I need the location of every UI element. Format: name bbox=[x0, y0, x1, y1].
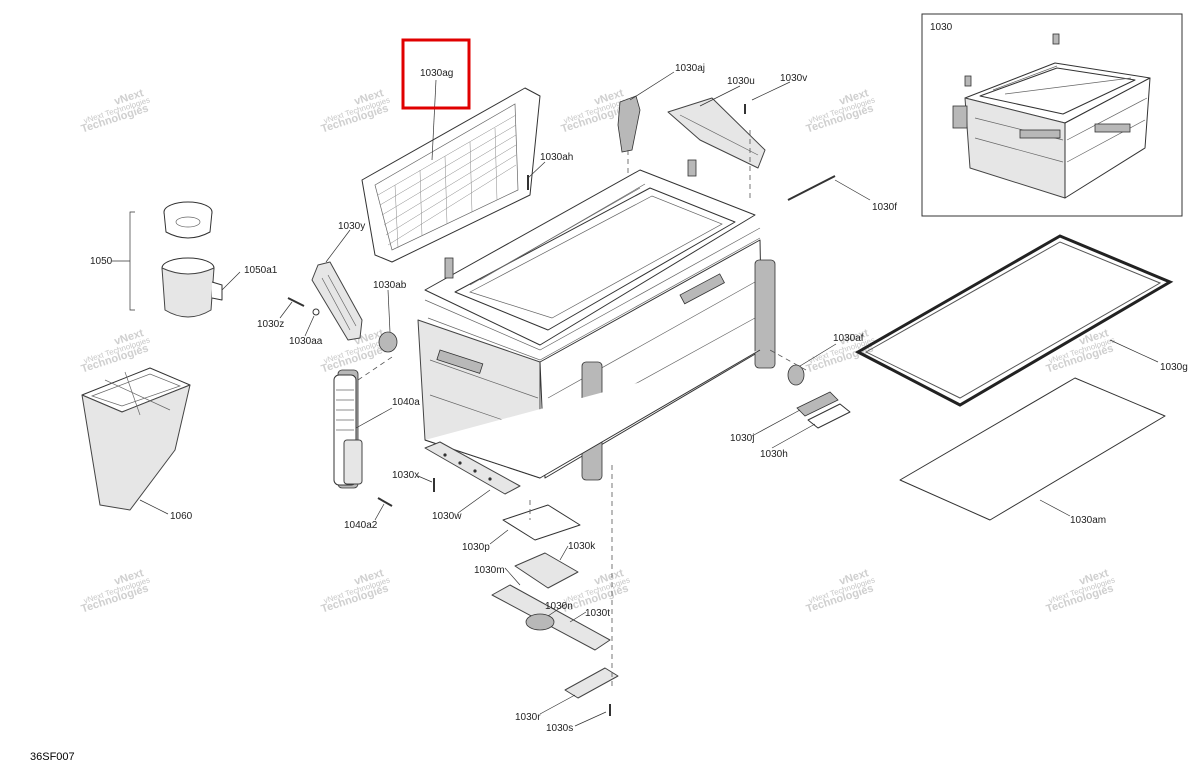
label-1030j[interactable]: 1030j bbox=[730, 433, 754, 444]
inset-label: 1030 bbox=[930, 22, 953, 33]
inset-view: 1030 bbox=[921, 13, 1183, 217]
handle-1030y bbox=[311, 261, 363, 341]
label-1030am[interactable]: 1030am bbox=[1070, 515, 1106, 526]
label-1030f[interactable]: 1030f bbox=[872, 202, 897, 213]
label-1030t[interactable]: 1030t bbox=[585, 608, 610, 619]
plate-1030p bbox=[502, 504, 581, 541]
label-1030w[interactable]: 1030w bbox=[432, 511, 462, 522]
label-1030v[interactable]: 1030v bbox=[780, 73, 807, 84]
label-1030aa[interactable]: 1030aa bbox=[289, 336, 323, 347]
leader-lines bbox=[112, 71, 1159, 727]
label-1030z[interactable]: 1030z bbox=[257, 319, 284, 330]
label-1030r[interactable]: 1030r bbox=[515, 712, 541, 723]
cooler-body bbox=[337, 159, 776, 489]
label-1030ag[interactable]: 1030ag bbox=[420, 68, 453, 79]
label-1030k[interactable]: 1030k bbox=[568, 541, 596, 552]
diagram-code: 36SF007 bbox=[30, 751, 75, 763]
rail-1030u bbox=[667, 97, 766, 169]
latch-1030aj bbox=[617, 95, 641, 153]
decal-1030j bbox=[796, 391, 851, 429]
clip-1030r bbox=[564, 667, 619, 699]
leg-1040a bbox=[333, 374, 363, 486]
cup-holder-1050 bbox=[161, 201, 223, 318]
screws bbox=[287, 104, 746, 716]
alignment-lines bbox=[357, 130, 807, 690]
label-1030y[interactable]: 1030y bbox=[338, 221, 365, 232]
highlight-box bbox=[401, 38, 471, 110]
fitting-1030ab bbox=[378, 331, 398, 353]
label-1060[interactable]: 1060 bbox=[170, 511, 193, 522]
label-1030u[interactable]: 1030u bbox=[727, 76, 755, 87]
label-1030m[interactable]: 1030m bbox=[474, 565, 505, 576]
label-1030af[interactable]: 1030af bbox=[833, 333, 864, 344]
label-1050[interactable]: 1050 bbox=[90, 256, 113, 267]
label-1040a2[interactable]: 1040a2 bbox=[344, 520, 378, 531]
part-labels: 1030ag 1030aj 1030u 1030v 1030ah 1030f 1… bbox=[90, 63, 1188, 734]
label-1040a[interactable]: 1040a bbox=[392, 397, 420, 408]
rod-1030f bbox=[787, 175, 836, 201]
fitting-1030af bbox=[787, 364, 805, 386]
label-1030p[interactable]: 1030p bbox=[462, 542, 490, 553]
label-1050a1[interactable]: 1050a1 bbox=[244, 265, 278, 276]
label-1030s[interactable]: 1030s bbox=[546, 723, 573, 734]
bucket-1060 bbox=[81, 367, 191, 511]
label-1030g[interactable]: 1030g bbox=[1160, 362, 1188, 373]
label-1030h[interactable]: 1030h bbox=[760, 449, 788, 460]
label-1030ab[interactable]: 1030ab bbox=[373, 280, 407, 291]
bracket-1030k bbox=[514, 552, 579, 589]
label-1030n[interactable]: 1030n bbox=[545, 601, 573, 612]
strap-1030t bbox=[491, 584, 611, 651]
lid-panel-1030ag bbox=[361, 87, 541, 263]
label-1030aj[interactable]: 1030aj bbox=[675, 63, 705, 74]
bracket-1030w bbox=[424, 441, 521, 495]
label-1030ah[interactable]: 1030ah bbox=[540, 152, 573, 163]
sheet-1030am bbox=[899, 377, 1166, 521]
label-1030x[interactable]: 1030x bbox=[392, 470, 419, 481]
gasket-1030g bbox=[854, 234, 1174, 407]
